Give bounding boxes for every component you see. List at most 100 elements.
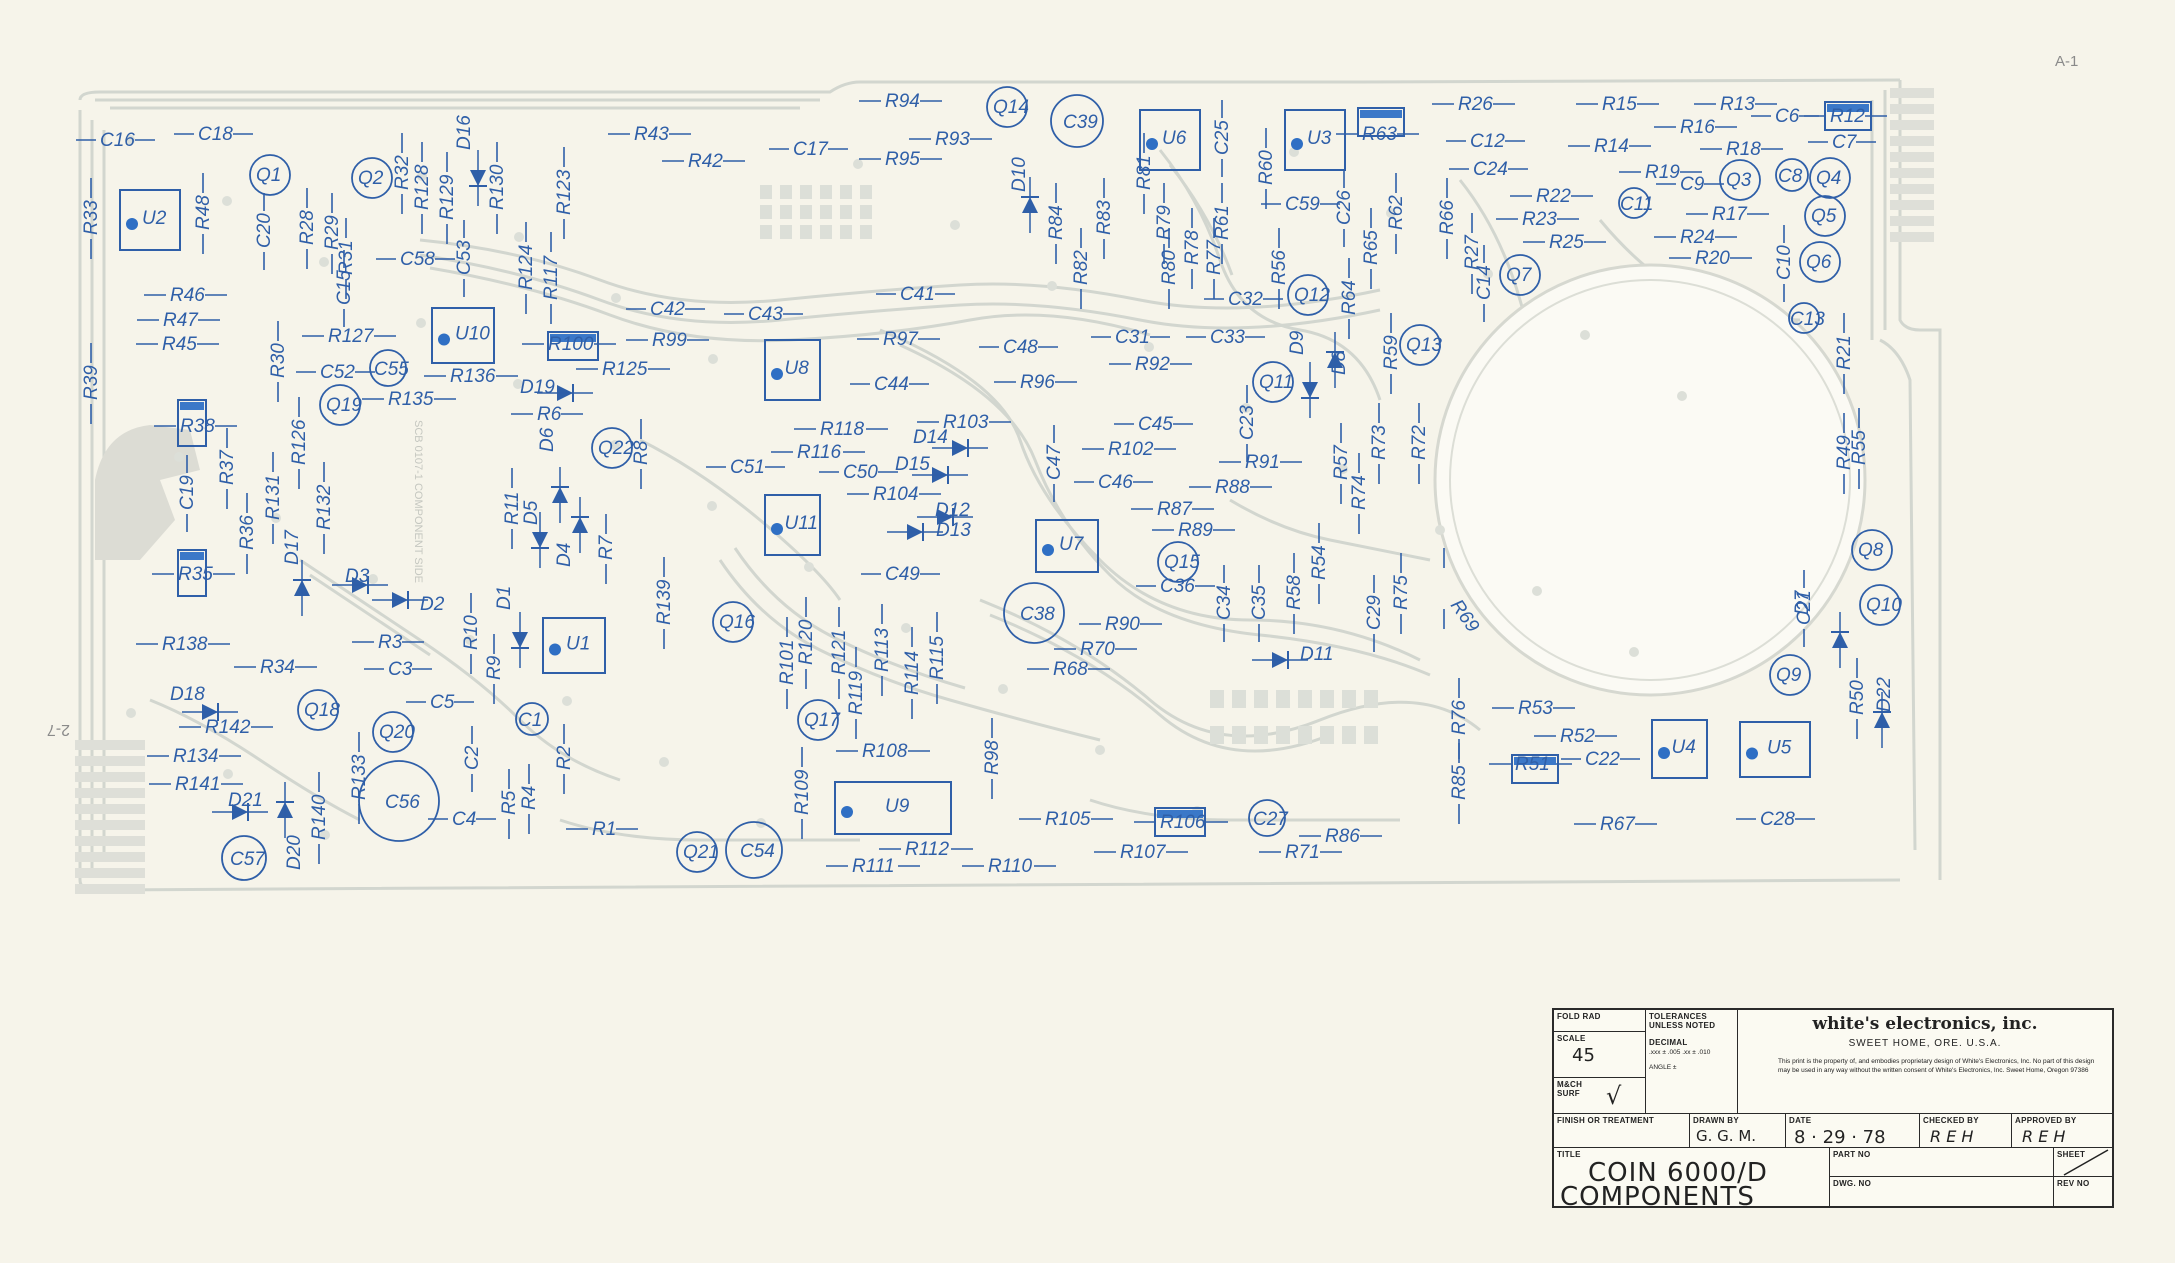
component-label: R105 [1045,809,1091,830]
pad [611,293,621,303]
board-trace [718,559,1101,742]
pad [1254,726,1268,744]
component-label: R72 [1409,425,1430,460]
component-label: Q5 [1811,206,1837,227]
component-label: R112 [905,839,949,860]
component-label: R33 [81,200,102,235]
component-label: Q7 [1506,265,1533,286]
component-label: R98 [982,740,1003,775]
diode-d14 [932,439,988,457]
component-label: R79 [1154,205,1175,240]
resistor-box-r35 [177,549,207,597]
pad [1483,269,1493,279]
pad [1254,690,1268,708]
approved-by-cell: APPROVED BY R E H [2012,1114,2112,1148]
fold-rad-label: FOLD RAD [1557,1012,1601,1021]
pad [174,452,184,462]
component-label: R57 [1331,444,1352,480]
pad [416,318,426,328]
component-label: R132 [314,484,335,530]
pad [820,225,832,239]
component-label: R70 [1080,639,1115,660]
resistor-box-r63 [1357,107,1405,137]
component-label: R29 [322,215,343,250]
component-label: R125 [602,359,648,380]
capacitor-c27 [1248,799,1286,837]
component-label: C43 [748,304,783,325]
resistor-box-fill [1827,104,1869,112]
component-label: C56 [385,792,420,813]
component-label: C52 [320,362,355,383]
transistor-q14 [986,86,1028,128]
component-label: C1 [518,710,542,731]
diode-d16 [469,150,487,206]
approved-by-label: APPROVED BY [2015,1116,2077,1125]
component-label: R18 [1726,139,1761,160]
component-label: D18 [170,684,205,705]
component-label: U6 [1162,128,1187,149]
ground-plane-area [95,425,200,560]
transistor-q10 [1859,584,1901,626]
pad [1364,690,1378,708]
part-no-cell: PART NO [1830,1148,2054,1177]
approved-by-value: R E H [2022,1127,2066,1146]
pad [780,205,792,219]
ic-u10 [431,307,495,364]
component-label: Q18 [304,700,340,721]
pad [1677,391,1687,401]
component-label: R83 [1094,200,1115,235]
component-label: D4 [554,543,575,567]
board-trace [299,558,621,782]
component-label: R100 [548,334,594,355]
component-label: C55 [374,359,409,380]
checked-by-label: CHECKED BY [1923,1116,1979,1125]
component-label: C22 [1585,749,1620,770]
component-label: R142 [205,717,251,738]
diode-d22 [1873,692,1891,748]
transistor-q19 [319,384,361,426]
component-label: R42 [688,151,723,172]
ic-u1 [542,617,606,674]
component-label: R103 [943,412,989,433]
component-label: R21 [1834,335,1855,370]
transistor-q11 [1252,361,1294,403]
component-label: R4 [519,786,540,810]
transistor-q7 [1499,254,1541,296]
pad [125,135,135,145]
mach-surf-label: M&CH SURF [1557,1080,1583,1098]
component-label: R56 [1269,250,1290,285]
component-label: R127 [328,326,375,347]
edge-finger [1890,88,1934,98]
capacitor-c54 [725,821,783,879]
transistor-q22 [591,427,633,469]
transistor-q20 [372,711,414,753]
capacitor-c1 [515,702,549,736]
board-trace [1229,498,1431,562]
component-label: R78 [1182,230,1203,265]
transistor-q16 [712,601,754,643]
component-label: R130 [487,164,508,210]
ic-pin1-dot [841,806,853,818]
pad [514,232,524,242]
component-label: R114 [902,651,923,695]
rev-no-cell: REV NO [2054,1177,2112,1206]
component-symbols [76,86,1901,881]
component-label: Q19 [326,395,362,416]
component-label: C7 [1832,132,1858,153]
component-label: R63 [1362,124,1397,145]
component-label: R119 [846,671,867,715]
pad [840,225,852,239]
component-label: R77 [1204,239,1225,275]
transistor-q21 [676,831,718,873]
resistor-box-r12 [1824,101,1872,131]
component-label: R133 [349,754,370,800]
component-label: R92 [1135,354,1170,375]
edge-finger [1890,168,1934,178]
component-label: R24 [1680,227,1715,248]
component-label: C16 [100,130,135,151]
component-label: R118 [820,419,864,440]
pad [1232,690,1246,708]
component-label: R129 [437,174,458,220]
component-label: R1 [592,819,616,840]
component-label: D16 [454,115,475,150]
